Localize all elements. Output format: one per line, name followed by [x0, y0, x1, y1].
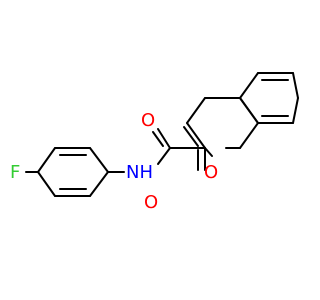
bond [239, 72, 259, 99]
carbonyl-group [197, 147, 206, 171]
bond [239, 122, 259, 149]
bond [157, 128, 171, 149]
bond [157, 147, 171, 165]
bond [292, 72, 299, 99]
bond [37, 171, 56, 197]
bond [292, 97, 299, 124]
fluorine-label: F [10, 162, 20, 183]
bond [89, 147, 109, 173]
bond [183, 126, 199, 147]
carbonyl-oxygen-label: O [144, 192, 158, 213]
amine-label: NH [126, 162, 153, 183]
ring-oxygen-label: O [204, 162, 218, 183]
bond [37, 147, 56, 173]
fluorophenyl-ring [25, 147, 109, 197]
amide-oxygen-label: O [141, 110, 155, 131]
amide-group [107, 128, 171, 173]
bond [186, 97, 206, 124]
molecule-diagram: F NH O O O [10, 72, 299, 213]
bond [89, 171, 109, 197]
coumarin-core [169, 97, 259, 157]
bond [152, 131, 164, 147]
benzo-ring [239, 72, 299, 124]
bond [239, 97, 259, 124]
bond [204, 147, 213, 157]
bond [186, 122, 206, 149]
structure-svg: F NH O O O [10, 72, 299, 213]
